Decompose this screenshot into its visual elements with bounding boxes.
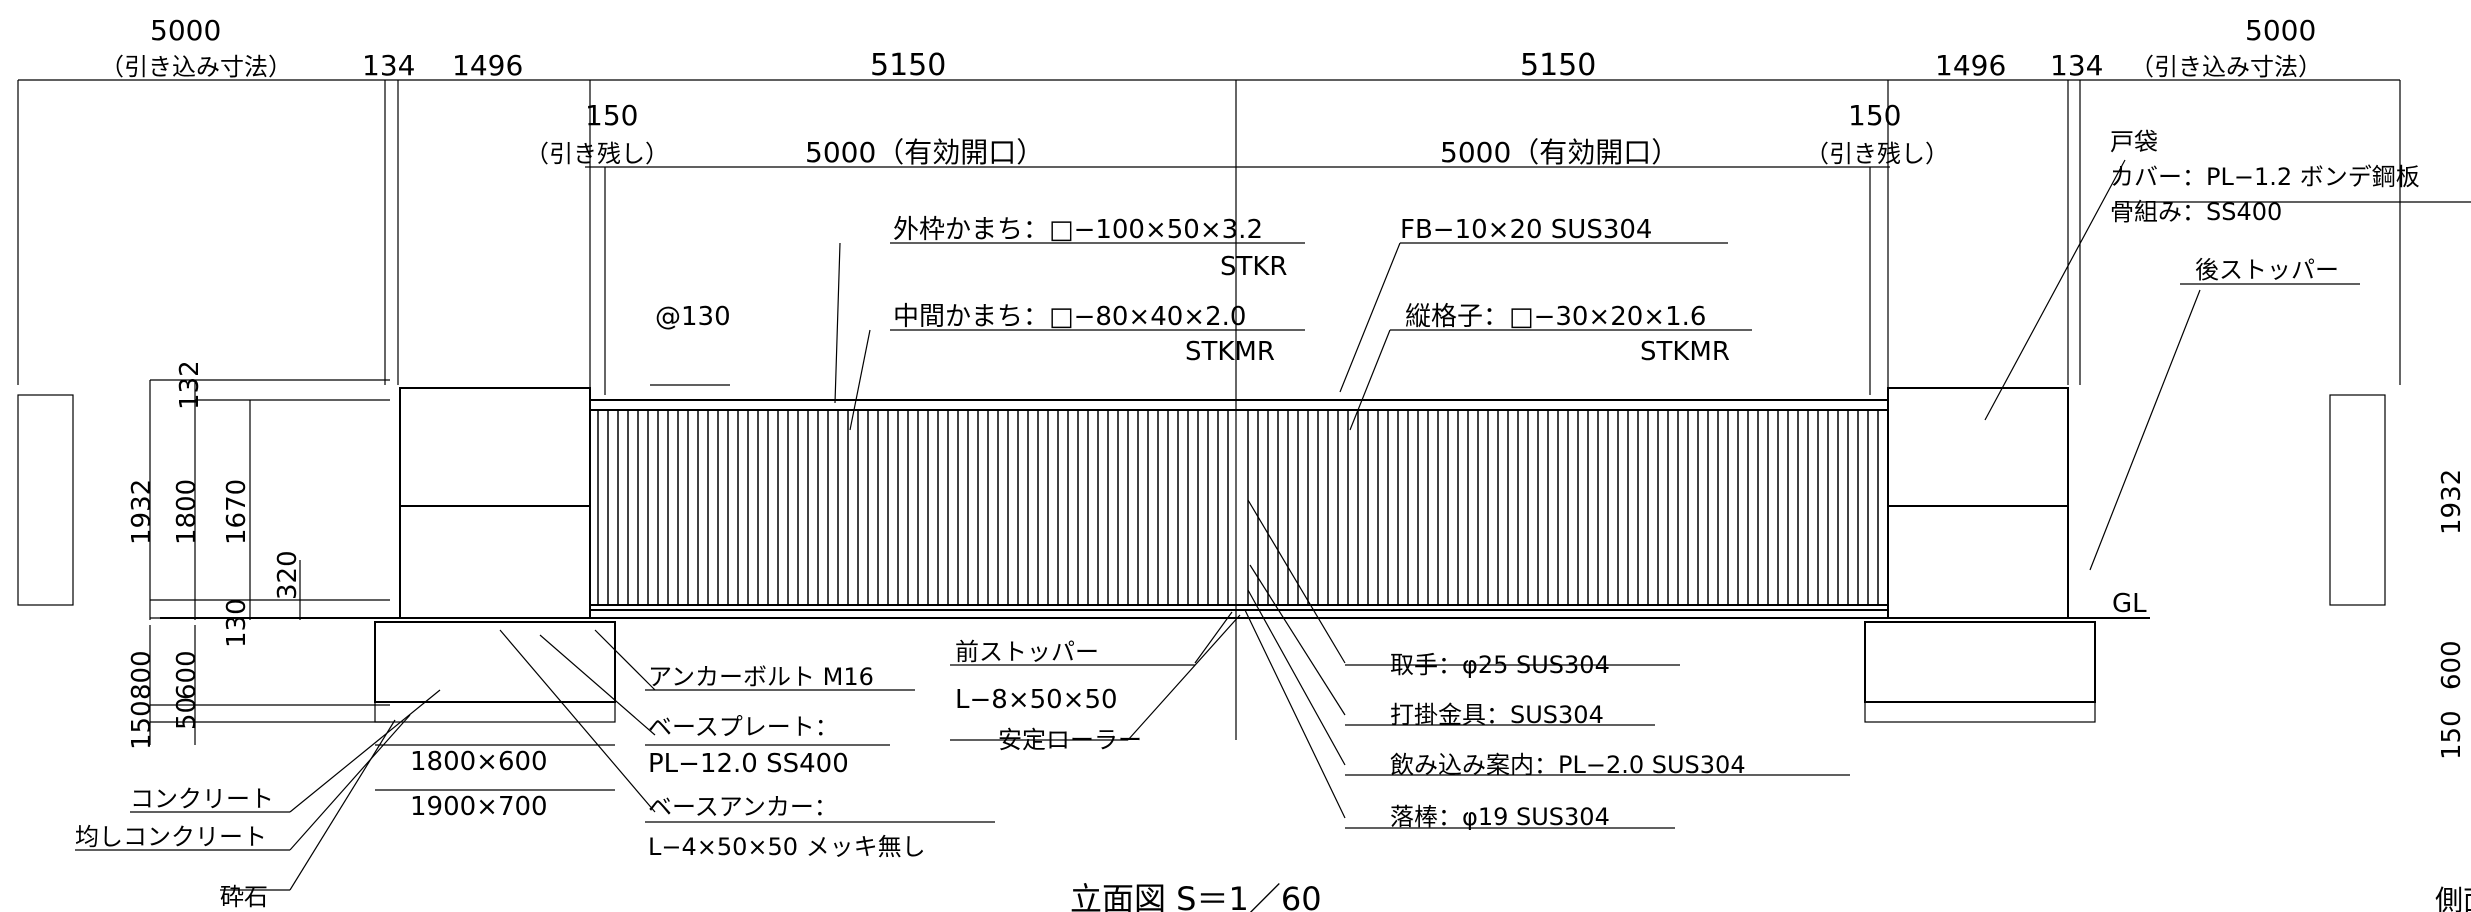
dim-right-150: 150: [1848, 99, 1901, 132]
label-pitch: @130: [655, 302, 731, 332]
dim-right-pull: （引き込み寸法）: [2130, 53, 2322, 81]
label-frame: 外枠かまち：□−100×50×3.2: [893, 215, 1263, 245]
label-base-plate-spec: PL−12.0 SS400: [648, 749, 849, 779]
label-found1: 1800×600: [410, 747, 548, 777]
dim-right-remain: （引き残し）: [1805, 140, 1949, 168]
label-front-stopper: 前ストッパー: [955, 638, 1099, 666]
dim-right-134: 134: [2050, 49, 2103, 82]
dim-center-5150-right: 5150: [1520, 48, 1596, 83]
label-guide: 飲み込み案内：PL−2.0 SUS304: [1390, 751, 1746, 779]
label-rear-stopper: 後ストッパー: [2195, 256, 2339, 284]
dim-left-150: 150: [585, 99, 638, 132]
label-lattice-mat: STKMR: [1640, 337, 1730, 367]
vdim-320: 320: [273, 550, 303, 600]
line-work: [17, 79, 2471, 891]
label-latch: 打掛金具：SUS304: [1390, 701, 1604, 729]
label-frame-mat: STKR: [1220, 252, 1288, 282]
vdim-130: 130: [222, 598, 252, 648]
dim-left-remain: （引き残し）: [525, 140, 669, 168]
label-concrete: コンクリート: [130, 785, 274, 813]
label-cover: カバー：PL−1.2 ボンデ鋼板: [2110, 163, 2420, 191]
dim-left-pull: （引き込み寸法）: [100, 53, 292, 81]
label-leveling: 均しコンクリート: [75, 823, 267, 851]
vdim-800: 800: [127, 650, 157, 700]
dim-left-1496: 1496: [452, 49, 523, 82]
dim-center-5150-left: 5150: [870, 48, 946, 83]
label-base-plate: ベースプレート：: [648, 713, 839, 741]
label-mid: 中間かまち：□−80×40×2.0: [893, 302, 1246, 332]
side-title-partial: 側面: [2435, 884, 2471, 912]
dim-right-opening: 5000（有効開口）: [1440, 136, 1679, 169]
vdim-1932: 1932: [127, 479, 157, 545]
label-lattice: 縦格子：□−30×20×1.6: [1405, 302, 1706, 332]
label-anchor-bolt: アンカーボルト M16: [648, 663, 874, 691]
dim-left-134: 134: [362, 49, 415, 82]
vdim-1800: 1800: [172, 479, 202, 545]
label-found2: 1900×700: [410, 792, 548, 822]
label-gravel: 砕石: [220, 883, 268, 911]
dim-right-1496: 1496: [1935, 49, 2006, 82]
vdim-right-600: 600: [2437, 640, 2467, 690]
label-skeleton: 骨組み：SS400: [2110, 198, 2282, 226]
label-roller: 安定ローラー: [998, 726, 1142, 754]
vdim-50: 50: [172, 697, 202, 730]
label-base-anchor: ベースアンカー：: [648, 793, 838, 821]
label-fb: FB−10×20 SUS304: [1400, 215, 1652, 245]
vdim-1670: 1670: [222, 479, 252, 545]
vdim-150: 150: [127, 700, 157, 750]
vdim-132: 132: [175, 360, 205, 410]
label-drop-rod: 落棒：φ19 SUS304: [1390, 803, 1610, 831]
dim-left-5000: 5000: [150, 14, 221, 47]
vdim-600: 600: [172, 650, 202, 700]
dim-left-opening: 5000（有効開口）: [805, 136, 1044, 169]
label-gl: GL: [2112, 589, 2147, 619]
label-front-stopper-spec: L−8×50×50: [955, 685, 1118, 715]
vdim-right-150: 150: [2437, 710, 2467, 760]
label-pocket: 戸袋: [2110, 128, 2158, 156]
vdim-right-1932: 1932: [2437, 469, 2467, 535]
label-handle: 取手：φ25 SUS304: [1390, 651, 1610, 679]
drawing-title: 立面図 S＝1／60: [1070, 880, 1322, 912]
label-mid-mat: STKMR: [1185, 337, 1275, 367]
dim-right-5000: 5000: [2245, 14, 2316, 47]
label-base-anchor-spec: L−4×50×50 メッキ無し: [648, 833, 926, 861]
